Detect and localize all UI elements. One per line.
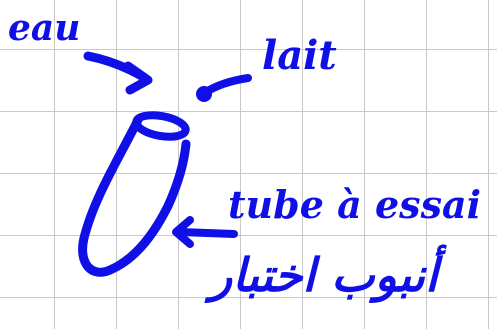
eau-arrowhead [123, 61, 153, 95]
tube-arrow [176, 228, 238, 238]
tube-body [78, 115, 191, 277]
label-lait: lait [262, 32, 337, 79]
label-arabic-test-tube: أنبوب اختبار [210, 248, 438, 302]
lait-dot [196, 86, 212, 102]
tube-arrowhead [172, 216, 194, 248]
label-tube-a-essai: tube à essai [228, 182, 482, 227]
label-eau: eau [8, 7, 81, 49]
lait-pointer [202, 74, 252, 96]
tube-opening [132, 111, 190, 141]
